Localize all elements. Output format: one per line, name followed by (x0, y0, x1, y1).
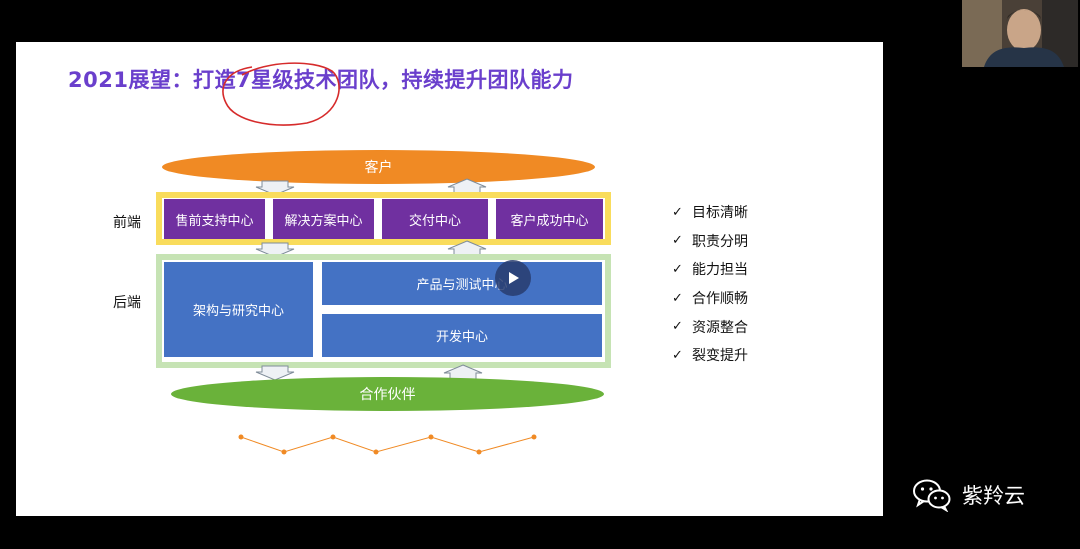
presentation-slide: 2021展望：打造7星级技术团队，持续提升团队能力 客户 前端 售前支持中心 解… (16, 42, 883, 516)
decorative-zigzag (238, 434, 537, 455)
partner-label: 合作伙伴 (359, 387, 416, 403)
back-item-development: 开发中心 (322, 314, 602, 357)
video-play-button[interactable] (495, 260, 531, 296)
play-icon (509, 272, 519, 284)
watermark-text: 紫羚云 (962, 484, 1025, 508)
webcam-video-thumbnail[interactable] (962, 0, 1078, 67)
front-item-presales: 售前支持中心 (164, 199, 265, 239)
list-item: ✓合作顺畅 (672, 290, 748, 308)
checkmark-icon: ✓ (672, 233, 683, 249)
list-item: ✓目标清晰 (672, 204, 748, 222)
wechat-watermark: 紫羚云 (912, 478, 1025, 512)
down-arrow-icon (255, 365, 295, 381)
list-item: ✓职责分明 (672, 233, 748, 250)
checklist: ✓目标清晰 ✓职责分明 ✓能力担当 ✓合作顺畅 ✓资源整合 ✓裂变提升 (672, 198, 748, 370)
front-item-delivery: 交付中心 (382, 199, 488, 239)
list-item: ✓能力担当 (672, 261, 748, 279)
back-item-architecture: 架构与研究中心 (164, 262, 313, 357)
list-item: ✓资源整合 (672, 319, 748, 336)
down-arrow-icon (255, 242, 295, 258)
customer-label: 客户 (364, 160, 393, 176)
customer-ellipse: 客户 (162, 150, 595, 184)
back-end-container (156, 254, 611, 368)
wechat-icon (913, 479, 951, 512)
front-end-label: 前端 (113, 215, 141, 231)
checkmark-icon: ✓ (672, 319, 683, 335)
presenter-video (962, 0, 1078, 67)
front-end-container (156, 192, 611, 245)
list-item: ✓裂变提升 (672, 347, 748, 365)
down-arrow-icon (255, 180, 295, 196)
back-end-label: 后端 (113, 295, 141, 311)
checkmark-icon: ✓ (672, 261, 683, 277)
front-item-solutions: 解决方案中心 (273, 199, 374, 239)
checkmark-icon: ✓ (672, 347, 683, 363)
checkmark-icon: ✓ (672, 290, 683, 306)
back-item-product-test: 产品与测试中心 (322, 262, 602, 305)
checkmark-icon: ✓ (672, 204, 683, 220)
partner-ellipse: 合作伙伴 (171, 377, 604, 411)
front-item-customer-success: 客户成功中心 (496, 199, 603, 239)
slide-title: 2021展望：打造7星级技术团队，持续提升团队能力 (68, 68, 574, 92)
